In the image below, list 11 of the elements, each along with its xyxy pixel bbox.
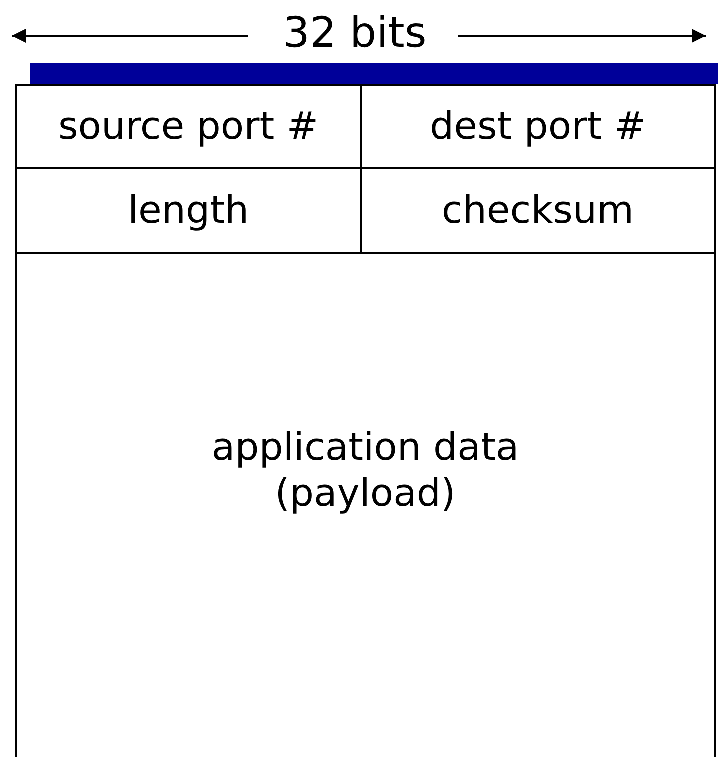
field-label: checksum xyxy=(442,188,634,234)
header-field xyxy=(15,168,361,253)
field-label: application data (payload) xyxy=(210,424,520,516)
header-field xyxy=(15,84,361,168)
header-field xyxy=(361,168,716,253)
header-field xyxy=(361,84,716,168)
dimension-label: 32 bits xyxy=(282,8,428,58)
payload-field xyxy=(15,253,716,757)
field-label: source port # xyxy=(58,104,319,150)
field-label: length xyxy=(128,188,250,234)
field-label: dest port # xyxy=(430,104,646,150)
